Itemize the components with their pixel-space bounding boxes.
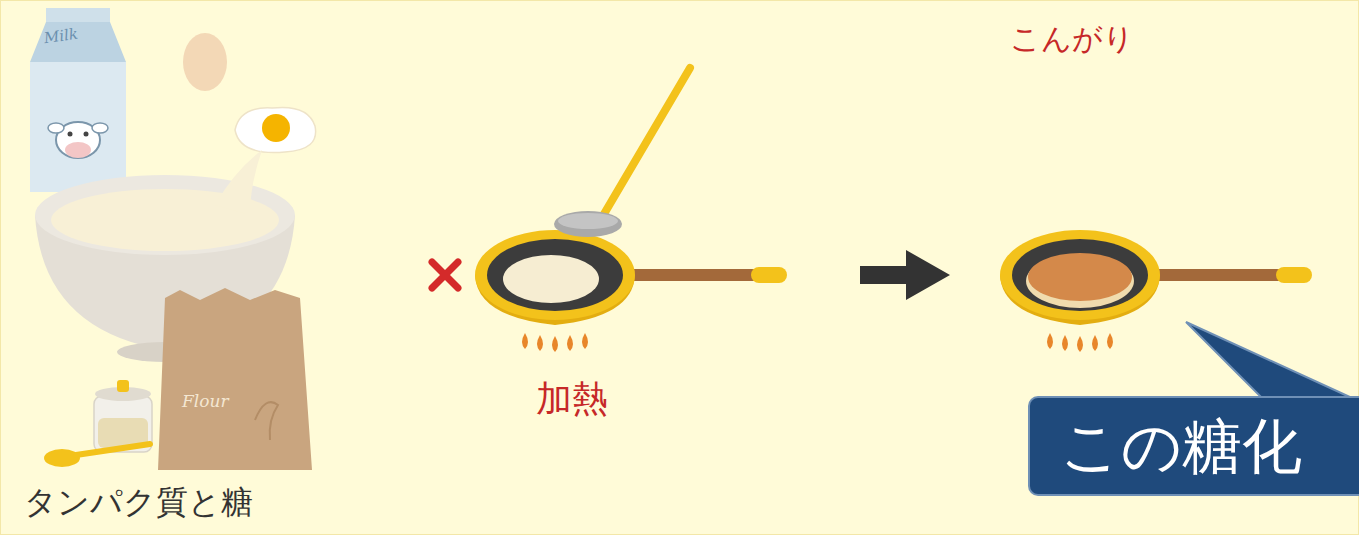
times-sign xyxy=(432,262,458,288)
process-arrow xyxy=(860,250,950,300)
spoon xyxy=(44,444,150,467)
milk-carton xyxy=(30,8,126,192)
frying-pan xyxy=(475,230,787,352)
fried-egg xyxy=(235,107,316,152)
step-label: タンパク質と糖 xyxy=(24,484,253,521)
callout-bubble: この糖化 xyxy=(1028,396,1359,496)
egg xyxy=(183,33,227,91)
step-label: 加熱 xyxy=(536,378,608,419)
step-label: こんがり xyxy=(1010,22,1134,57)
sugar-jar xyxy=(94,380,152,452)
flour-bag xyxy=(158,288,312,470)
frying-pan xyxy=(1000,230,1312,352)
ladle xyxy=(554,68,690,237)
callout-text: この糖化 xyxy=(1060,410,1329,482)
callout-pointer xyxy=(1186,322,1352,398)
package-text: Flour xyxy=(182,392,229,412)
